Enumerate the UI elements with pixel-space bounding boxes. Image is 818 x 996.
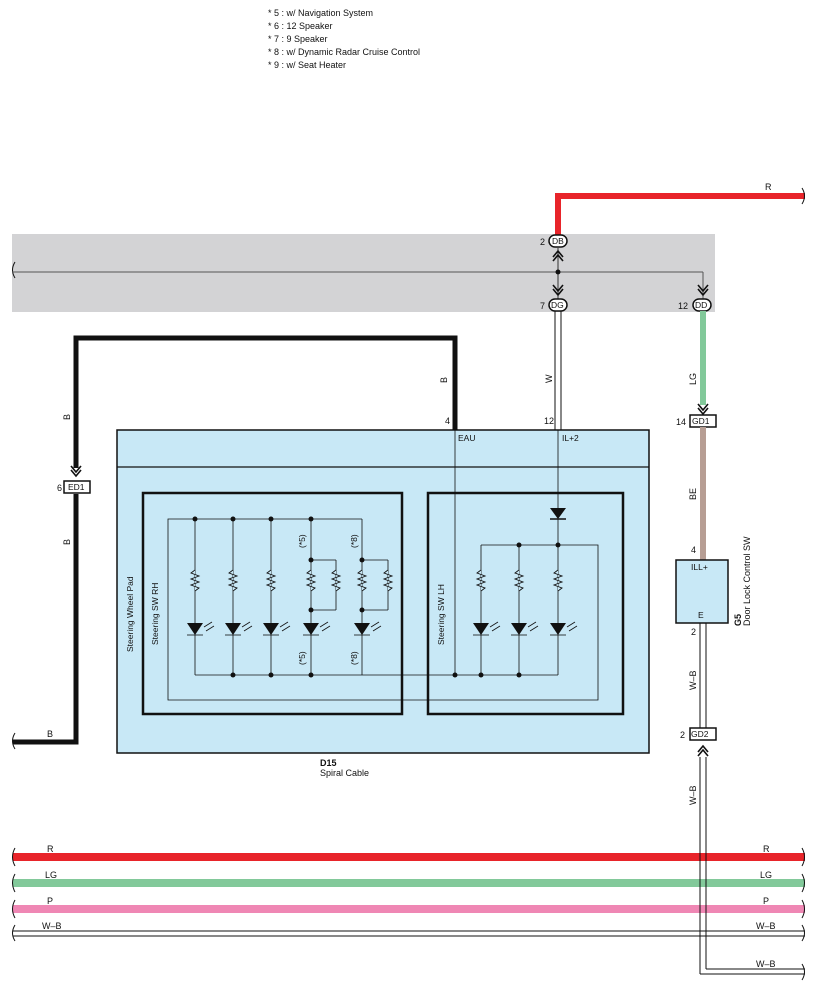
connector-dg: 7 DG xyxy=(540,284,568,312)
svg-text:W–B: W–B xyxy=(756,921,776,931)
wire-black-upper xyxy=(73,335,458,468)
mark-8-bottom: (*8) xyxy=(349,651,359,665)
wire-white-il xyxy=(554,311,562,430)
spiral-cable: 4 EAU 12 IL+2 D15 Spiral Cable Steering … xyxy=(116,416,650,778)
note-8: * 8 : w/ Dynamic Radar Cruise Control xyxy=(268,47,420,57)
mark-5-bottom: (*5) xyxy=(297,651,307,665)
wire-label-b-bottom: B xyxy=(47,729,53,739)
svg-text:IL+2: IL+2 xyxy=(562,433,579,443)
svg-text:LG: LG xyxy=(760,870,772,880)
svg-text:W–B: W–B xyxy=(756,959,776,969)
svg-text:ILL+: ILL+ xyxy=(691,562,708,572)
connector-dd: 12 DD xyxy=(678,284,712,312)
svg-text:12: 12 xyxy=(678,301,688,311)
svg-text:R: R xyxy=(763,844,770,854)
svg-text:R: R xyxy=(47,844,54,854)
svg-text:Steering SW LH: Steering SW LH xyxy=(436,584,446,645)
wire-label-wb-gd2: W–B xyxy=(688,785,698,805)
rh-branches: (*5) (*8) (*5) (*8) xyxy=(187,516,561,678)
svg-text:EAU: EAU xyxy=(458,433,475,443)
svg-text:P: P xyxy=(47,896,53,906)
wire-label-w: W xyxy=(544,374,554,383)
note-6: * 6 : 12 Speaker xyxy=(268,21,333,31)
wire-label-r-top: R xyxy=(765,182,772,192)
svg-text:W–B: W–B xyxy=(42,921,62,931)
mark-5-top: (*5) xyxy=(297,534,307,548)
svg-text:Steering SW RH: Steering SW RH xyxy=(150,583,160,645)
svg-text:Steering Wheel Pad: Steering Wheel Pad xyxy=(125,576,135,652)
svg-text:GD1: GD1 xyxy=(692,416,710,426)
svg-text:4: 4 xyxy=(691,545,696,555)
svg-text:D15: D15 xyxy=(320,758,337,768)
wire-wb-e xyxy=(699,623,707,728)
svg-text:7: 7 xyxy=(540,301,545,311)
door-lock-control-switch: 4 ILL+ E G5 Door Lock Control SW 2 xyxy=(675,536,752,637)
svg-text:DB: DB xyxy=(552,236,564,246)
svg-text:6: 6 xyxy=(57,483,62,493)
svg-text:2: 2 xyxy=(540,237,545,247)
notes-list: * 5 : w/ Navigation System * 6 : 12 Spea… xyxy=(268,8,420,70)
wire-label-lg: LG xyxy=(688,373,698,385)
wire-red-top xyxy=(555,193,805,236)
wire-label-b-left-lower: B xyxy=(62,539,72,545)
svg-text:GD2: GD2 xyxy=(691,729,709,739)
connector-gd2: 2 GD2 xyxy=(680,727,717,757)
break-mark xyxy=(12,261,16,279)
connector-db: 2 DB xyxy=(540,234,568,262)
svg-text:LG: LG xyxy=(45,870,57,880)
connector-ed1: 6 ED1 xyxy=(57,465,91,494)
svg-text:ED1: ED1 xyxy=(68,482,85,492)
wire-label-wb-e: W–B xyxy=(688,670,698,690)
svg-text:E: E xyxy=(698,610,704,620)
connector-gd1: 14 GD1 xyxy=(676,403,717,428)
svg-text:2: 2 xyxy=(691,627,696,637)
svg-text:DG: DG xyxy=(551,300,564,310)
note-5: * 5 : w/ Navigation System xyxy=(268,8,373,18)
svg-text:Door Lock Control SW: Door Lock Control SW xyxy=(742,536,752,626)
wire-label-be: BE xyxy=(688,488,698,500)
svg-text:P: P xyxy=(763,896,769,906)
bus-wires: W–B R R LG LG P P W–B W–B W–B xyxy=(12,757,805,981)
note-7: * 7 : 9 Speaker xyxy=(268,34,328,44)
svg-text:2: 2 xyxy=(680,730,685,740)
wire-label-b-eau: B xyxy=(439,377,449,383)
svg-text:4: 4 xyxy=(445,416,450,426)
note-9: * 9 : w/ Seat Heater xyxy=(268,60,346,70)
svg-text:Spiral Cable: Spiral Cable xyxy=(320,768,369,778)
svg-text:G5: G5 xyxy=(733,614,743,626)
wire-label-b-left: B xyxy=(62,414,72,420)
svg-text:12: 12 xyxy=(544,416,554,426)
wire-black-lower xyxy=(13,494,79,745)
junction-block xyxy=(12,234,715,312)
lh-branches xyxy=(473,545,578,675)
svg-text:DD: DD xyxy=(695,300,707,310)
svg-text:14: 14 xyxy=(676,417,686,427)
mark-8-top: (*8) xyxy=(349,534,359,548)
